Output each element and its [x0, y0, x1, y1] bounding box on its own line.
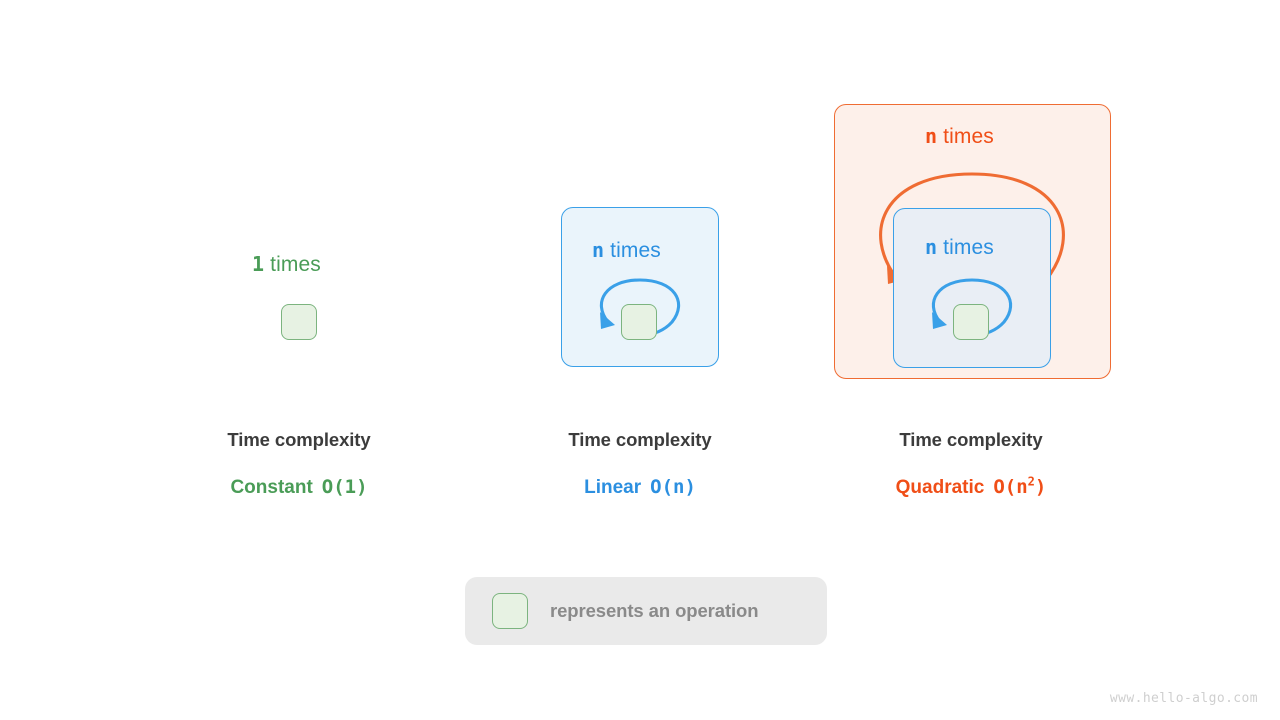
complexity-name: Linear	[584, 476, 642, 498]
loop-count-value: 1	[252, 252, 265, 276]
caption-complexity: Linear O(n)	[490, 475, 790, 498]
caption-quadratic: Time complexity Quadratic O(n2)	[821, 429, 1121, 498]
complexity-bigo-tail: )	[1034, 475, 1047, 498]
caption-title: Time complexity	[568, 429, 712, 450]
loop-count-value: n	[592, 238, 605, 262]
legend-label: represents an operation	[550, 600, 759, 621]
operation-square	[621, 304, 657, 340]
caption-title: Time complexity	[227, 429, 371, 450]
complexity-name: Quadratic	[895, 476, 985, 498]
loop-box-quadratic-inner	[893, 208, 1051, 368]
caption-complexity: Constant O(1)	[149, 475, 449, 498]
loop-count-word: times	[943, 236, 994, 259]
caption-complexity: Quadratic O(n2)	[821, 474, 1121, 498]
operation-square	[281, 304, 317, 340]
loop-box-linear	[561, 207, 719, 367]
complexity-bigo: O(1)	[321, 475, 368, 498]
legend: represents an operation	[465, 577, 827, 645]
loop-count-word: times	[943, 125, 994, 148]
watermark: www.hello-algo.com	[1109, 691, 1258, 706]
caption-constant: Time complexity Constant O(1)	[149, 429, 449, 498]
complexity-bigo-base: O(n	[993, 475, 1028, 498]
caption-title: Time complexity	[899, 429, 1043, 450]
complexity-bigo-exponent: 2	[1027, 474, 1035, 489]
complexity-name: Constant	[230, 476, 313, 498]
complexity-bigo: O(n)	[650, 475, 696, 498]
complexity-bigo: O(n2)	[993, 474, 1047, 498]
legend-operation-square	[492, 593, 528, 629]
loop-count-word: times	[270, 253, 321, 276]
caption-linear: Time complexity Linear O(n)	[490, 429, 790, 498]
loop-count-value: n	[925, 124, 938, 148]
loop-count-value: n	[925, 235, 938, 259]
loop-count-word: times	[610, 239, 661, 262]
operation-square	[953, 304, 989, 340]
